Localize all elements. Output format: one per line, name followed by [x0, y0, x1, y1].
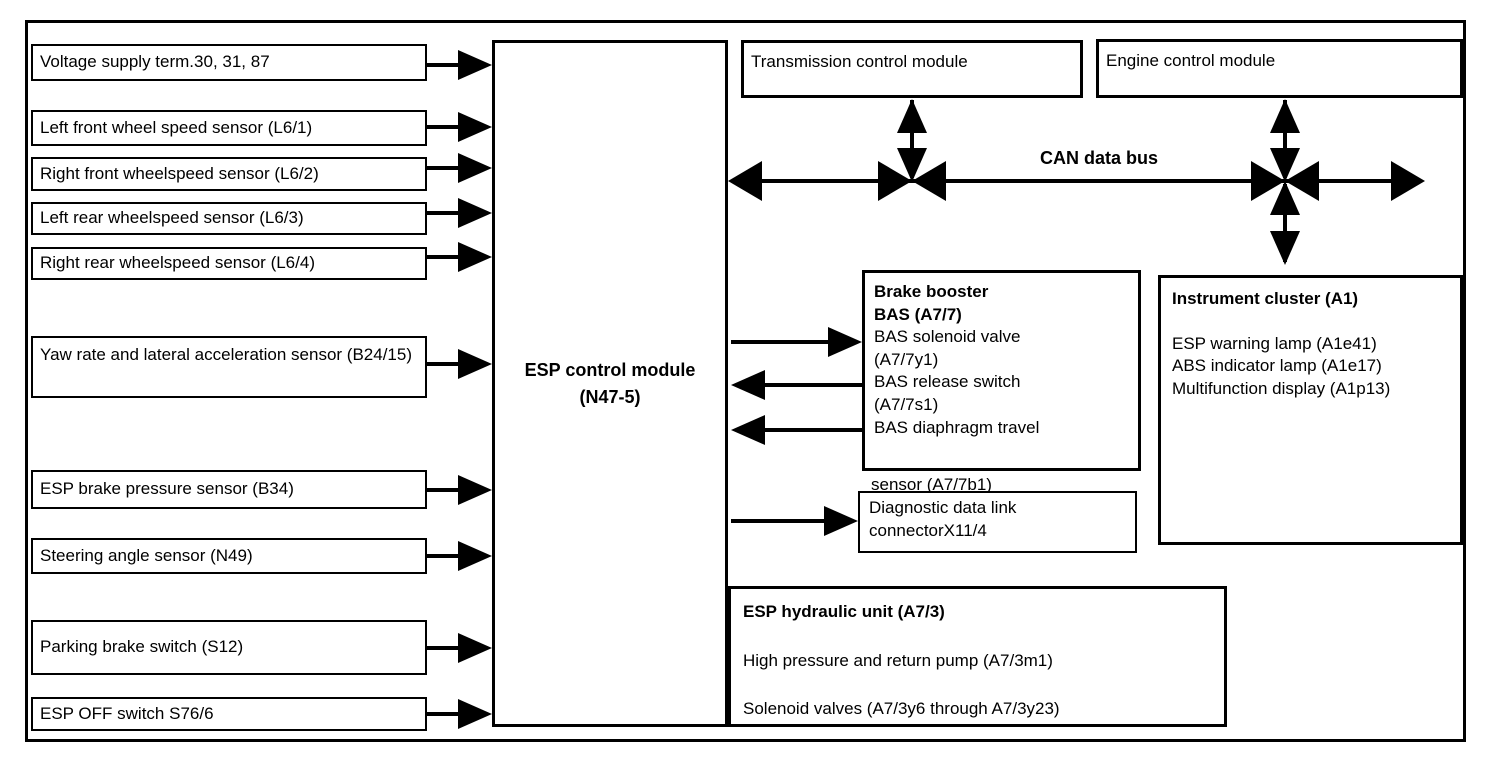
input-box-esp-brake-pressure[interactable]: ESP brake pressure sensor (B34) — [31, 470, 427, 509]
brake-booster-heading-line1: Brake booster — [874, 282, 989, 301]
input-box-esp-off-switch[interactable]: ESP OFF switch S76/6 — [31, 697, 427, 731]
input-label: Parking brake switch (S12) — [40, 637, 244, 657]
instrument-cluster-item: ABS indicator lamp (A1e17) — [1172, 356, 1382, 376]
brake-booster-item-overflow: sensor (A7/7b1) — [871, 475, 992, 494]
input-box-voltage-supply[interactable]: Voltage supply term.30, 31, 87 — [31, 44, 427, 81]
input-box-right-front-wheel-speed[interactable]: Right front wheelspeed sensor (L6/2) — [31, 157, 427, 191]
brake-booster-item: (A7/7s1) — [874, 395, 939, 415]
transmission-control-module-box[interactable]: Transmission control module — [741, 40, 1083, 98]
input-box-right-rear-wheel-speed[interactable]: Right rear wheelspeed sensor (L6/4) — [31, 247, 427, 280]
diagnostic-data-link-connector-box[interactable]: Diagnostic data link connectorX11/4 — [858, 491, 1137, 553]
input-label: Right front wheelspeed sensor (L6/2) — [40, 163, 319, 183]
input-label: ESP OFF switch S76/6 — [40, 703, 214, 723]
esp-hydraulic-unit-item: Solenoid valves (A7/3y6 through A7/3y23) — [743, 699, 1060, 719]
instrument-cluster-item: Multifunction display (A1p13) — [1172, 378, 1391, 398]
engine-control-module-box[interactable]: Engine control module — [1096, 39, 1463, 98]
diagram-outer-border — [25, 20, 1466, 742]
esp-control-module-box[interactable]: ESP control module (N47-5) — [492, 40, 728, 727]
input-box-steering-angle[interactable]: Steering angle sensor (N49) — [31, 538, 427, 574]
instrument-cluster-item: ESP warning lamp (A1e41) — [1172, 333, 1377, 353]
input-label: Left front wheel speed sensor (L6/1) — [40, 117, 313, 137]
input-label: Right rear wheelspeed sensor (L6/4) — [40, 253, 315, 273]
input-label: Left rear wheelspeed sensor (L6/3) — [40, 208, 304, 228]
esp-hydraulic-unit-box[interactable]: ESP hydraulic unit (A7/3) High pressure … — [728, 586, 1227, 727]
input-label: Voltage supply term.30, 31, 87 — [40, 52, 270, 72]
esp-hydraulic-unit-item: High pressure and return pump (A7/3m1) — [743, 650, 1053, 670]
brake-booster-item: (A7/7y1) — [874, 349, 939, 369]
input-box-parking-brake-switch[interactable]: Parking brake switch (S12) — [31, 620, 427, 675]
brake-booster-item: BAS release switch — [874, 372, 1021, 392]
transmission-control-module-label: Transmission control module — [751, 52, 968, 71]
diagnostic-line1: Diagnostic data link — [869, 498, 1017, 517]
input-box-left-front-wheel-speed[interactable]: Left front wheel speed sensor (L6/1) — [31, 110, 427, 146]
brake-booster-bas-box[interactable]: Brake booster BAS (A7/7) BAS solenoid va… — [862, 270, 1141, 471]
can-data-bus-label: CAN data bus — [1040, 148, 1159, 168]
input-label: Yaw rate and lateral acceleration sensor… — [40, 345, 412, 364]
input-box-left-rear-wheel-speed[interactable]: Left rear wheelspeed sensor (L6/3) — [31, 202, 427, 235]
esp-control-module-code: (N47-5) — [579, 386, 641, 407]
engine-control-module-label: Engine control module — [1106, 51, 1276, 70]
input-label: Steering angle sensor (N49) — [40, 545, 253, 565]
instrument-cluster-box[interactable]: Instrument cluster (A1) ESP warning lamp… — [1158, 275, 1463, 545]
spacer — [743, 672, 1212, 698]
instrument-cluster-heading: Instrument cluster (A1) — [1172, 289, 1359, 308]
esp-hydraulic-unit-heading: ESP hydraulic unit (A7/3) — [743, 602, 945, 621]
spacer — [1172, 311, 1449, 333]
input-label: ESP brake pressure sensor (B34) — [40, 479, 294, 499]
diagnostic-line2: connectorX11/4 — [869, 520, 987, 540]
brake-booster-heading-line2: BAS (A7/7) — [874, 304, 962, 324]
spacer — [743, 624, 1212, 650]
input-box-yaw-rate-lateral-acceleration[interactable]: Yaw rate and lateral acceleration sensor… — [31, 336, 427, 398]
brake-booster-item: BAS solenoid valve — [874, 327, 1021, 347]
brake-booster-item: BAS diaphragm travel — [874, 417, 1040, 437]
esp-control-module-title: ESP control module — [524, 360, 696, 381]
